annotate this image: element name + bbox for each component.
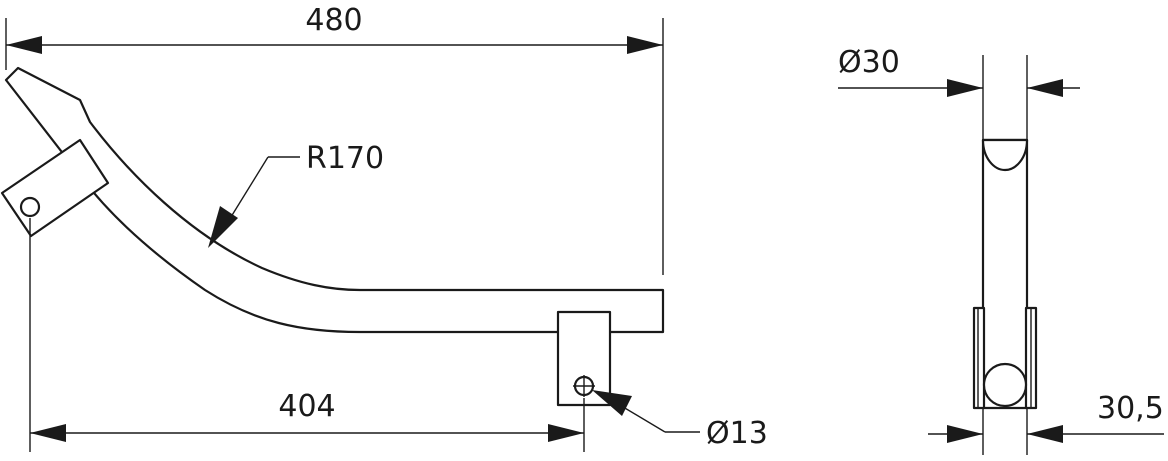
side-width-label: 30,5 bbox=[1097, 391, 1164, 426]
dimension-side-width: 30,5 bbox=[928, 391, 1164, 443]
bent-arm-body bbox=[4, 66, 665, 334]
radius-label: R170 bbox=[306, 141, 384, 176]
front-view bbox=[0, 66, 665, 407]
side-plate-left bbox=[972, 306, 986, 410]
dimension-404: 404 bbox=[29, 218, 585, 452]
dimension-tube-diameter: Ø30 bbox=[838, 45, 1080, 97]
dimension-480-label: 480 bbox=[305, 3, 362, 38]
side-tube-top-end bbox=[981, 138, 1029, 172]
hole-diameter-callout: Ø13 bbox=[592, 390, 768, 451]
left-hinge-hole bbox=[19, 196, 41, 218]
side-view bbox=[972, 55, 1038, 455]
hole-diameter-label: Ø13 bbox=[706, 416, 768, 451]
dimension-480: 480 bbox=[5, 3, 664, 275]
tube-diameter-label: Ø30 bbox=[838, 45, 900, 80]
side-bottom-tube bbox=[982, 362, 1028, 408]
radius-callout: R170 bbox=[208, 141, 384, 248]
dimension-404-label: 404 bbox=[278, 389, 335, 424]
